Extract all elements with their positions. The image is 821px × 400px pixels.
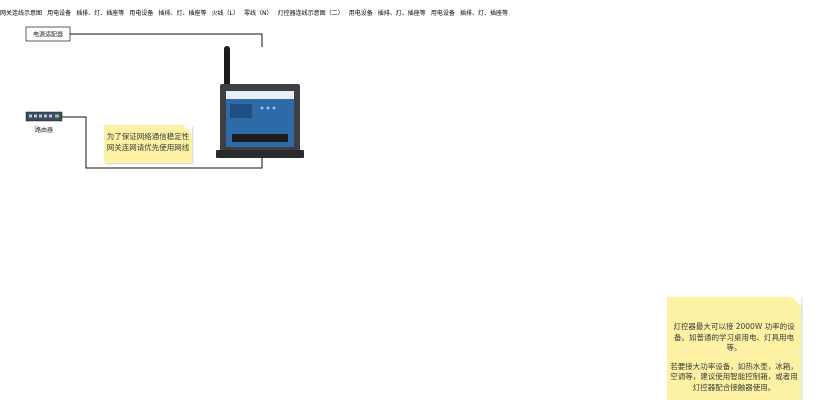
router-icon: [25, 111, 63, 122]
capacity-paragraph-1: 灯控器最大可以接 2000W 功率的设备。如普通的学习桌用电、灯具用电等。: [673, 322, 795, 352]
device-label-4a: 用电设备: [430, 10, 455, 17]
power-adapter-label: 电源适配器: [33, 31, 63, 39]
live-wire-in-3: 用电设备 插排、灯、插座等: [431, 0, 508, 19]
controller-caption-2: 灯控器连线示意图（二）: [277, 10, 344, 17]
neutral-label: 零线（N）: [243, 10, 273, 17]
lower-wiring-groups: 用电设备 插排、灯、插座等 用电设备 插排、灯、插座等: [349, 0, 508, 19]
plug-icon: 火线（L） 零线（N） 灯控器连线示意图（二）: [212, 0, 349, 19]
device-label-4b: 插排、灯、插座等: [460, 10, 509, 17]
plug-icon: 用电设备 插排、灯、插座等: [431, 0, 508, 19]
live-wire-in: 火线（L） 零线（N） 灯控器连线示意图（二）: [212, 0, 349, 19]
neutral-wire-out-3: 用电设备 插排、灯、插座等: [431, 0, 508, 19]
antenna-icon: [224, 46, 230, 86]
device-label-3b: 插排、灯、插座等: [377, 10, 426, 17]
note-line-2: 网关连网请优先使用网线: [106, 143, 190, 152]
device-label-1a: 用电设备: [47, 10, 72, 17]
router-label: 路由器: [35, 126, 53, 134]
device-label-3a: 用电设备: [348, 10, 373, 17]
gateway-wiring-group: 电源适配器 路由器: [25, 26, 304, 169]
capacity-sticky-note: 灯控器最大可以接 2000W 功率的设备。如普通的学习桌用电、灯具用电等。 若要…: [667, 297, 801, 400]
gateway-device: [216, 46, 304, 158]
plug-icon: 用电设备 插排、灯、插座等 火线（L） 零线（N） 灯控器连线示意图（二）: [129, 0, 348, 19]
power-bolt-icon: 用电设备 插排、灯、插座等 用电设备 插排、灯、插座等: [349, 0, 508, 19]
live-wire-out-1: 火线（L） 零线（N） 灯控器连线示意图（二）: [212, 0, 349, 19]
device-label-2a: 用电设备: [129, 10, 154, 17]
capacity-paragraph-2: 若要接大功率设备，如热水壶，冰箱，空调等，建议使用智能控制箱，或者用灯控器配合接…: [670, 361, 798, 392]
live-wire-bridge: 火线（L） 零线（N） 灯控器连线示意图（二）: [212, 0, 349, 19]
controller-wiring-group-2: 用电设备 插排、灯、插座等 用电设备 插排、灯、插座等 火线（L） 零线（N） …: [47, 0, 349, 19]
power-bolt-icon: 用电设备 插排、灯、插座等 用电设备 插排、灯、插座等 火线（L） 零线（N） …: [47, 0, 349, 19]
power-cable: [70, 33, 263, 47]
neutral-wire-bridge: 火线（L） 零线（N） 灯控器连线示意图（二）: [212, 0, 349, 19]
neutral-wire-in-3: 用电设备 插排、灯、插座等: [431, 0, 508, 19]
device-label-2b: 插排、灯、插座等: [158, 10, 207, 17]
device-label-1b: 插排、灯、插座等: [76, 10, 125, 17]
power-bolt-icon: 用电设备 插排、灯、插座等 火线（L） 零线（N） 灯控器连线示意图（二）: [129, 0, 348, 19]
neutral-wire-in: 火线（L） 零线（N） 灯控器连线示意图（二）: [212, 0, 349, 19]
gateway-caption: 网关连线示意图: [0, 10, 43, 17]
network-cable: [62, 116, 263, 169]
note-line-1: 为了保证网络通信稳定性: [106, 132, 190, 141]
power-bolt-icon: 用电设备 插排、灯、插座等: [431, 0, 508, 19]
live-wire-out-2: 火线（L） 零线（N） 灯控器连线示意图（二）: [212, 0, 349, 19]
gateway-sticky-note: 为了保证网络通信稳定性 网关连网请优先使用网线: [104, 125, 192, 163]
neutral-wire-out-2: 火线（L） 零线（N） 灯控器连线示意图（二）: [212, 0, 349, 19]
live-label: 火线（L）: [211, 10, 239, 17]
live-wire-out-3: 用电设备 插排、灯、插座等: [431, 0, 508, 19]
neutral-wire-out-1: 火线（L） 零线（N） 灯控器连线示意图（二）: [212, 0, 349, 19]
